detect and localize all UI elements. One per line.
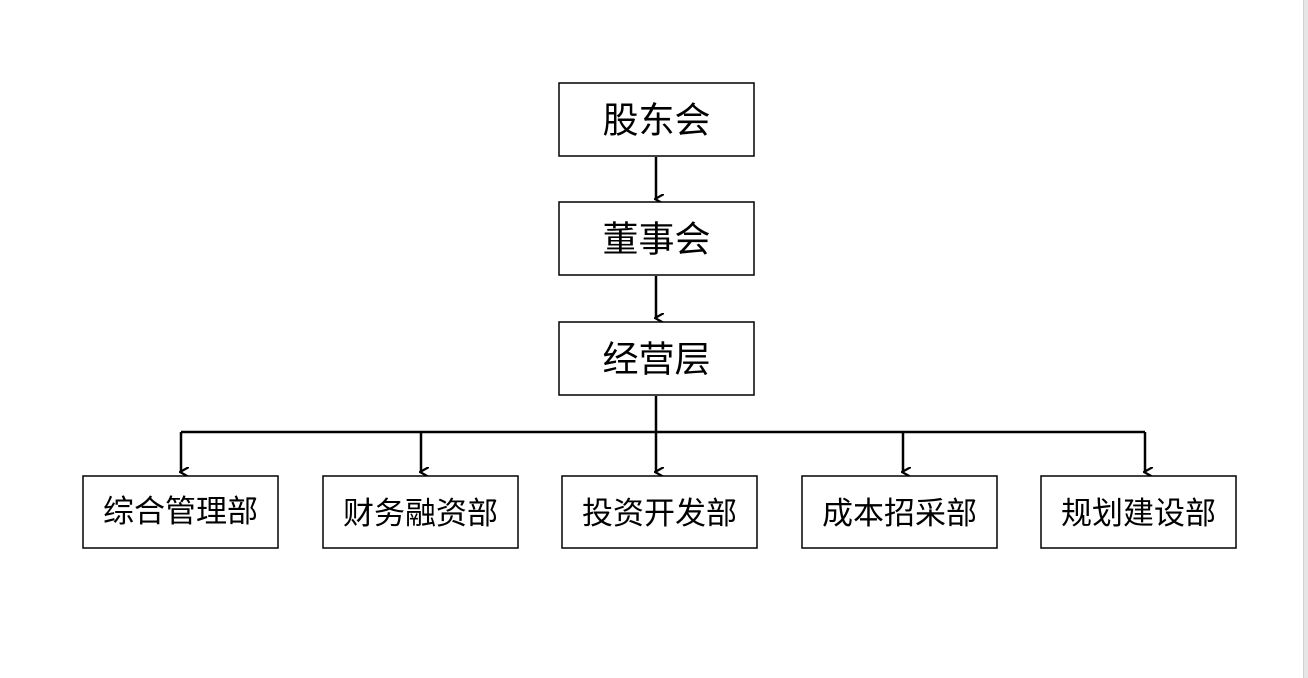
node-label: 财务融资部 bbox=[343, 496, 498, 532]
node-label: 成本招采部 bbox=[822, 496, 977, 532]
node-box bbox=[322, 475, 519, 549]
node-gudonghui: 股东会 bbox=[558, 82, 755, 157]
node-label: 规划建设部 bbox=[1061, 496, 1216, 532]
node-box bbox=[558, 201, 755, 276]
node-box bbox=[561, 475, 758, 549]
node-box bbox=[82, 475, 279, 549]
node-label: 综合管理部 bbox=[103, 494, 258, 530]
node-label: 经营层 bbox=[602, 340, 710, 381]
node-guihua: 规划建设部 bbox=[1040, 475, 1237, 549]
node-box bbox=[1040, 475, 1237, 549]
node-caiwu: 财务融资部 bbox=[322, 475, 519, 549]
node-box bbox=[558, 321, 755, 396]
node-label: 投资开发部 bbox=[582, 496, 737, 532]
node-box bbox=[558, 82, 755, 157]
node-label: 董事会 bbox=[602, 220, 710, 261]
node-touzi: 投资开发部 bbox=[561, 475, 758, 549]
connectors bbox=[181, 157, 1145, 472]
node-jingyingceng: 经营层 bbox=[558, 321, 755, 396]
node-dongshihui: 董事会 bbox=[558, 201, 755, 276]
node-chengben: 成本招采部 bbox=[801, 475, 998, 549]
node-box bbox=[801, 475, 998, 549]
node-label: 股东会 bbox=[602, 101, 710, 142]
window-right-edge bbox=[1303, 0, 1308, 678]
node-zonghe: 综合管理部 bbox=[82, 475, 279, 549]
